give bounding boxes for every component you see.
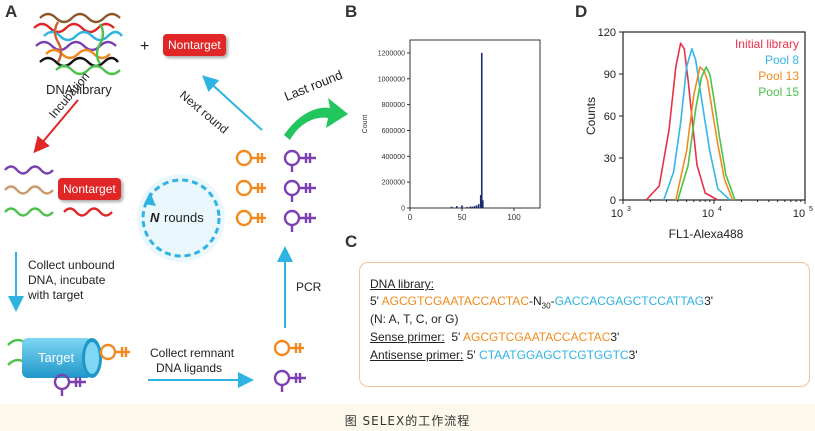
collect-remnant-line1: Collect remnant: [150, 346, 235, 360]
dna-library-label: DNA library: [46, 82, 112, 97]
library-seq-left: AGCGTCGAATACCACTAC: [381, 294, 529, 308]
y-axis-label: Count: [362, 115, 369, 134]
plus-sign: +: [140, 38, 150, 55]
library-sequence-line: 5' AGCGTCGAATACCACTAC-N30-GACCACGAGCTCCA…: [370, 294, 714, 311]
sequence-box: DNA library: 5' AGCGTCGAATACCACTAC-N30-G…: [359, 262, 810, 387]
sense-3prime: 3': [610, 330, 620, 344]
y-tick-label: 800000: [382, 102, 405, 109]
x-tick-label: 10: [793, 208, 805, 220]
histogram-bar: [466, 206, 468, 208]
y-tick-label: 0: [401, 206, 405, 213]
histogram-bar: [471, 206, 474, 208]
target-cylinder: [7, 338, 102, 378]
sense-5prime: 5': [451, 330, 461, 344]
x-tick-label: 10: [702, 208, 714, 220]
bases-note: (N: A, T, C, or G): [370, 312, 459, 326]
pcr-label: PCR: [296, 280, 322, 294]
histogram-bar: [456, 206, 458, 208]
collect-unbound-line3: with target: [28, 288, 84, 302]
histogram-bar: [475, 205, 478, 208]
y-axis-label: Counts: [584, 97, 598, 135]
histogram-bar: [479, 195, 482, 208]
y-tick-label: 600000: [382, 128, 405, 135]
collect-unbound-line2: DNA, incubate: [28, 273, 106, 287]
caption-bar: 图 SELEX的工作流程: [0, 404, 815, 431]
nontarget-box-middle: Nontarget: [58, 178, 121, 200]
legend-entry-1: Initial library: [735, 37, 799, 51]
legend-entry-4: Pool 15: [758, 85, 799, 99]
nontarget-box-top: Nontarget: [163, 34, 226, 56]
antisense-primer-label: Antisense primer:: [370, 348, 464, 362]
remnant-ligands: [273, 339, 306, 392]
series-line-2: [662, 47, 731, 201]
histogram-bar: [469, 206, 472, 208]
x-tick-label: 0: [408, 213, 413, 222]
library-3prime: 3': [704, 294, 714, 308]
antisense-5prime: 5': [466, 348, 476, 362]
figure-caption: 图 SELEX的工作流程: [344, 414, 471, 428]
series-line-3: [675, 66, 734, 201]
collect-remnant-line2: DNA ligands: [156, 361, 223, 375]
x-tick-exponent: 3: [627, 206, 631, 213]
y-tick-label: 30: [604, 153, 616, 165]
dna-library-strands: [33, 12, 123, 76]
incubation-arrow: [33, 99, 79, 154]
y-tick-label: 90: [604, 69, 616, 81]
panel-c-letter: C: [345, 232, 358, 251]
legend-entry-3: Pool 13: [758, 69, 799, 83]
aptamer-stack: [235, 149, 316, 232]
y-tick-label: 60: [604, 111, 616, 123]
x-axis-label: FL1-Alexa488: [669, 227, 744, 241]
target-label: Target: [38, 350, 75, 365]
sense-primer-line: Sense primer: 5' AGCGTCGAATACCACTAC3': [370, 330, 619, 344]
panel-d-letter: D: [575, 2, 588, 21]
panel-b-histogram: 0 200000 400000 600000 800000 1000000 1200000 0…: [362, 39, 541, 222]
y-tick-label: 1000000: [378, 76, 405, 83]
sense-primer-label: Sense primer:: [370, 330, 445, 344]
last-round-arrow: [284, 98, 348, 140]
histogram-bar: [482, 200, 484, 208]
antisense-primer-seq: CTAATGGAGCTCGTGGTC: [479, 348, 629, 362]
histogram-bar: [450, 206, 453, 208]
x-tick-label: 10: [611, 208, 623, 220]
series-line-4: [677, 66, 736, 201]
y-tick-label: 120: [598, 27, 616, 39]
y-tick-label: 1200000: [378, 50, 405, 57]
panel-a-diagram: [4, 12, 348, 396]
n-rounds-cycle: [137, 174, 225, 262]
bound-aptamers: [53, 343, 130, 396]
sense-primer-seq: AGCGTCGAATACCACTAC: [463, 330, 611, 344]
panel-a-letter: A: [5, 2, 18, 21]
antisense-primer-line: Antisense primer: 5' CTAATGGAGCTCGTGGTC3…: [370, 348, 638, 362]
dna-library-title: DNA library:: [370, 277, 435, 291]
n-rounds-label: rounds: [164, 210, 204, 225]
x-tick-exponent: 5: [809, 206, 813, 213]
y-tick-label: 400000: [382, 154, 405, 161]
n-rounds-n: N: [150, 210, 160, 225]
panel-b-letter: B: [345, 2, 358, 21]
x-tick-exponent: 4: [718, 206, 722, 213]
library-5prime: 5': [370, 294, 379, 308]
series-line-1: [645, 42, 719, 201]
y-tick-label: 200000: [382, 180, 405, 187]
unbound-strands: [4, 165, 113, 217]
histogram-bar: [461, 205, 463, 208]
histogram-bar: [473, 206, 476, 208]
library-seq-right: GACCACGAGCTCCATTAG: [554, 294, 705, 308]
x-tick-label: 100: [507, 213, 521, 222]
histogram-bar: [477, 204, 480, 208]
legend-entry-2: Pool 8: [765, 53, 799, 67]
next-round-arrow: [202, 75, 263, 131]
x-tick-label: 50: [458, 213, 467, 222]
library-n-sub: 30: [541, 301, 551, 311]
library-n-part: -N: [528, 294, 542, 308]
collect-unbound-line1: Collect unbound: [28, 258, 115, 272]
plot-frame: [409, 39, 541, 209]
y-tick-label: 0: [610, 195, 616, 207]
antisense-3prime: 3': [628, 348, 638, 362]
histogram-bar: [480, 52, 483, 208]
